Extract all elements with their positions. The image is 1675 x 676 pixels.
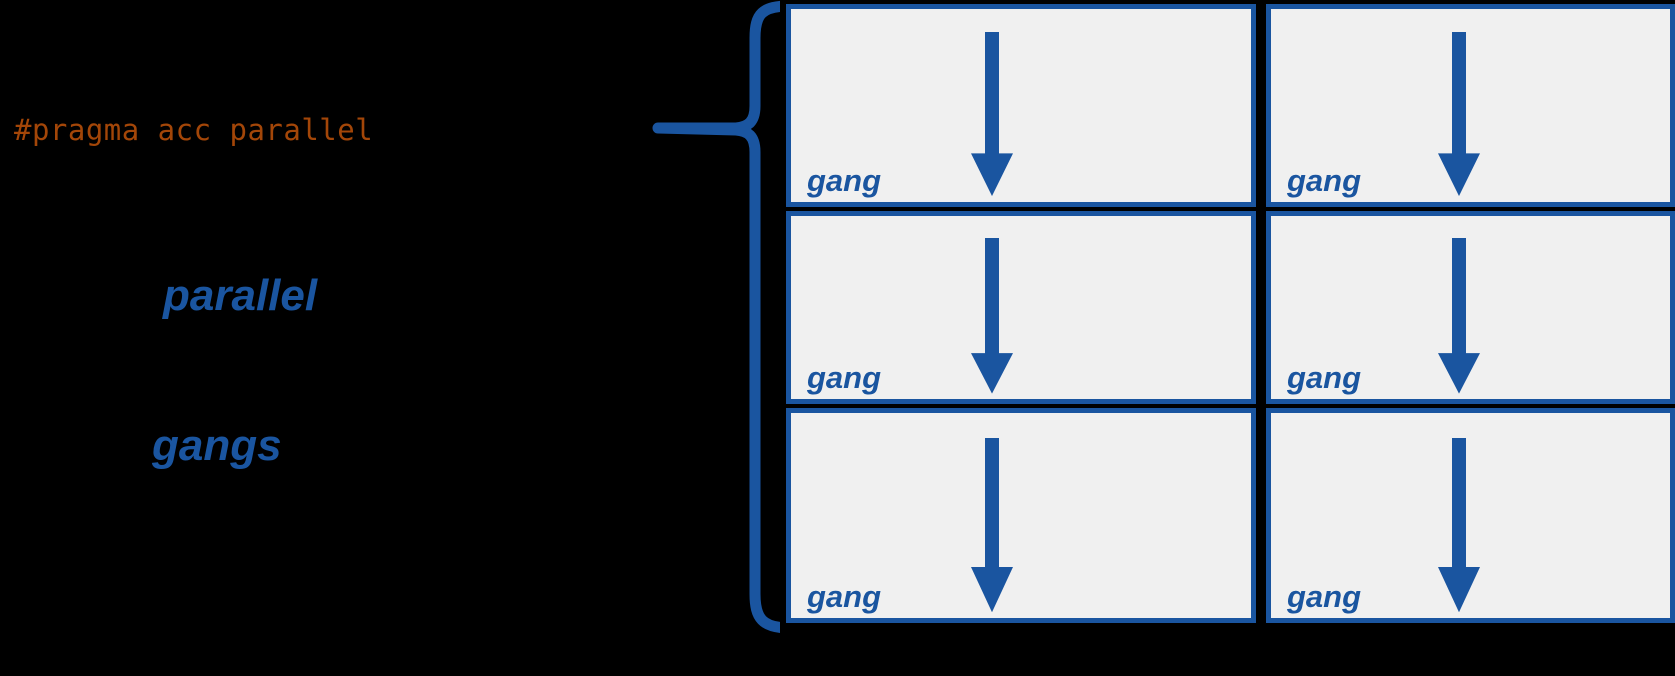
gang-box[interactable]: gang — [1266, 408, 1675, 623]
gang-label: gang — [1287, 163, 1362, 198]
down-arrow-icon — [1438, 237, 1480, 394]
gang-label: gang — [807, 360, 882, 395]
down-arrow-icon — [1438, 32, 1480, 197]
down-arrow-icon — [971, 237, 1013, 394]
down-arrow-icon — [971, 32, 1013, 197]
gang-grid: gang gang gang — [786, 0, 1675, 676]
gang-label: gang — [1287, 579, 1362, 614]
label-parallel: parallel — [163, 271, 318, 320]
gang-box[interactable]: gang — [786, 408, 1256, 623]
down-arrow-icon — [1438, 437, 1480, 612]
brace-group — [640, 0, 780, 654]
gang-label: gang — [1287, 360, 1362, 395]
gang-box[interactable]: gang — [786, 4, 1256, 207]
gang-box[interactable]: gang — [1266, 4, 1675, 207]
gang-box[interactable]: gang — [1266, 211, 1675, 404]
pragma-code-text: #pragma acc parallel — [14, 113, 374, 147]
left-curly-brace-icon — [652, 0, 780, 633]
label-gangs: gangs — [152, 421, 282, 470]
down-arrow-icon — [971, 437, 1013, 612]
gang-label: gang — [807, 579, 882, 614]
gang-label: gang — [807, 163, 882, 198]
gang-box[interactable]: gang — [786, 211, 1256, 404]
